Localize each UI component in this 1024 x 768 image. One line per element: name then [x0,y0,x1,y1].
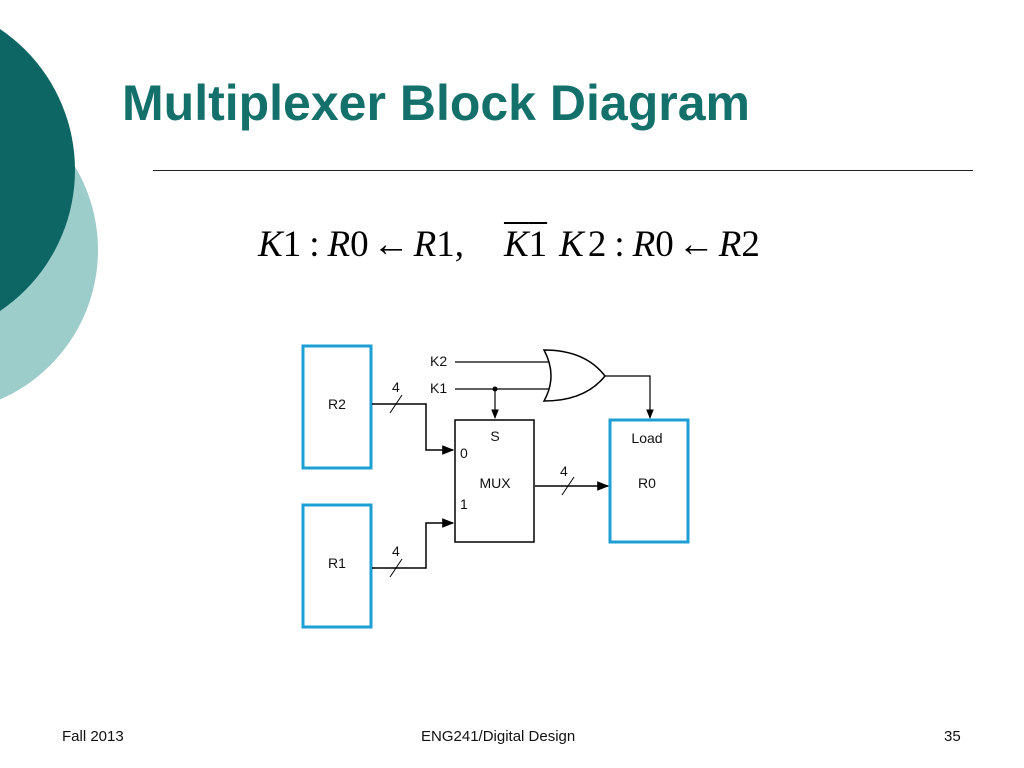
dark-circle [0,29,75,311]
register-r0-label: R0 [638,475,656,491]
bus-width-r1: 4 [392,543,400,559]
eq-term: 0 [350,224,369,265]
eq-term: R [718,224,742,265]
register-r1-label: R1 [328,555,346,571]
mux-box [454,419,535,543]
register-r2-label: R2 [328,396,346,412]
wire-or-to-load [605,375,654,419]
bus-slash-r2 [389,394,403,414]
bus-slash-out [561,476,575,496]
title-divider [153,170,973,171]
eq-term: K [559,224,584,265]
eq-term: 1 [528,224,548,265]
wire-r2-to-mux [372,403,455,455]
eq-term: 1, [436,224,464,265]
k2-label: K2 [430,353,447,369]
register-r2 [301,344,373,470]
eq-arrow: ← [372,224,410,265]
slide-title: Multiplexer Block Diagram [122,75,750,131]
eq-term: : [614,224,625,265]
bus-width-r2: 4 [392,379,400,395]
footer-center: ENG241/Digital Design [421,728,576,745]
register-r0-load-label: Load [631,430,662,446]
footer-left: Fall 2013 [62,728,124,745]
mux-block-diagram: R2 R1 S MUX 0 1 Load R0 4 4 4 K2 K1 [301,344,690,629]
k1-label: K1 [430,380,447,396]
bus-slash-r1 [389,558,403,578]
or-gate [542,349,606,402]
wire-r1-to-mux [372,518,455,569]
mux-input0-label: 0 [460,445,468,461]
register-r0 [608,418,690,544]
eq-term: R [327,224,351,265]
eq-arrow: ← [677,224,715,265]
footer-page-number: 35 [944,728,961,745]
eq-complement: K1 [504,224,547,265]
eq-term: : [309,224,320,265]
mux-input1-label: 1 [460,496,468,512]
mux-label: MUX [479,475,511,491]
decorative-circles [0,29,98,400]
eq-term: R [632,224,656,265]
mux-select-label: S [490,428,499,444]
eq-term: 0 [655,224,674,265]
eq-term: R [413,224,437,265]
eq-term: 2 [741,224,760,265]
eq-term: K [503,224,529,265]
eq-term: 1 [282,224,302,265]
eq-term: 2 [587,224,607,265]
bus-width-out: 4 [560,463,568,479]
register-r1 [301,503,373,629]
eq-term: K [258,224,283,265]
